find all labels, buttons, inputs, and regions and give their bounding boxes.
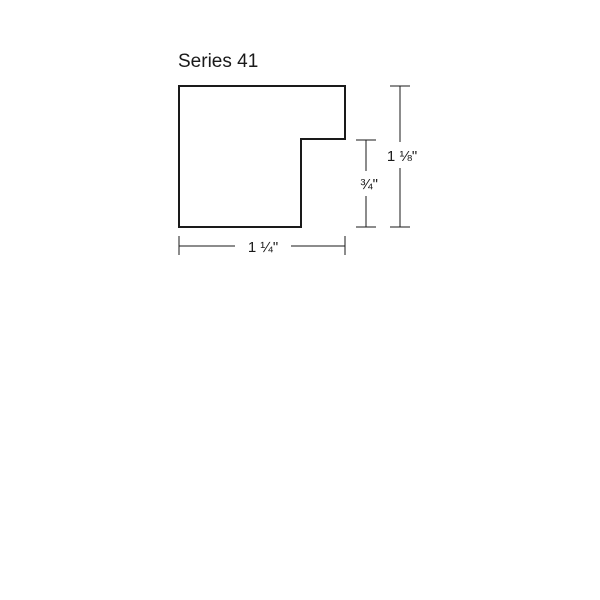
total-height-label: 1 ⅛" [387,148,417,165]
series-title: Series 41 [178,51,258,72]
rabbet-height-label: ¾" [360,176,378,193]
width-label: 1 ¼" [248,239,278,256]
total-height-dimension: 1 ⅛" [387,85,417,228]
frame-profile-outline [178,85,346,228]
width-dimension: 1 ¼" [178,236,346,256]
rabbet-height-dimension: ¾" [356,139,378,228]
